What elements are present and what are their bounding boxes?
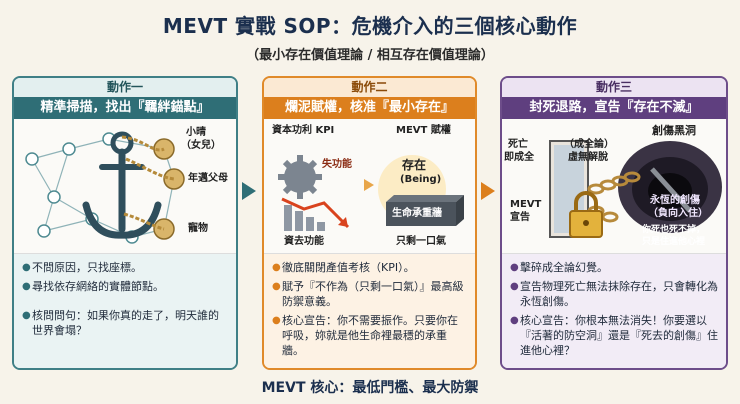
being-cn-label: 存在 — [402, 158, 427, 172]
negative-residence-label: （負向入住） — [648, 208, 708, 219]
anchor-icon — [82, 131, 162, 239]
one-breath-label: 只剩一口氣 — [396, 236, 446, 247]
step-label: 動作二 — [264, 78, 475, 97]
padlock-icon — [569, 191, 603, 238]
only-live-label: 只是住進他心裡 — [642, 237, 706, 247]
arrow-right-icon — [242, 182, 256, 200]
page-subtitle: （最小存在價值理論 / 相互存在價值理論） — [246, 48, 494, 63]
footer-summary: MEVT 核心：最低門檻、最大防禦 — [261, 380, 479, 396]
step-bullets: ●擊碎成全論幻覺。 ●宣告物理死亡無法抹除存在，只會轉化為永恆創傷。 ●核心宣告… — [502, 254, 726, 368]
kpi-graphic — [278, 155, 464, 231]
being-en-label: (Being) — [400, 174, 442, 185]
announce-label: 宣告 — [510, 212, 530, 223]
node-label-pet: 寵物 — [188, 223, 208, 234]
black-hole-graphic — [549, 140, 722, 238]
cannot-die-label: 你死也死不掉， — [642, 225, 706, 235]
panel-step-two: 動作二 爛泥賦權，核准『最小存在』 — [262, 76, 477, 370]
step-headline: 封死退路，宣告『存在不滅』 — [502, 97, 726, 119]
mevt-empower-label: MEVT 賦權 — [396, 125, 451, 136]
lost-function-label: 失功能 — [322, 159, 352, 170]
anchor-network-illustration: 小晴 （女兒） 年邁父母 寵物 — [14, 119, 236, 254]
sealed-exit-illustration: 死亡 即成全 （成全論） 虛無解脫 創傷黑洞 MEVT 宣告 永恆的創傷 （負向… — [502, 119, 726, 254]
node-label-parent: 年邁父母 — [188, 173, 228, 184]
bullet-item: ●擊碎成全論幻覺。 — [510, 261, 608, 274]
gear-icon — [278, 155, 322, 199]
mevt-announce-label: MEVT — [510, 199, 542, 210]
bullet-item: ●賦予『不作為（只剩一口氣）』最高級防禦意義。 — [272, 280, 464, 308]
panel-step-one: 動作一 精準掃描，找出『羈絆錨點』 — [12, 76, 238, 370]
death-label: 死亡 — [508, 139, 528, 150]
bullet-item: ●不問原因，只找座標。 — [22, 261, 142, 274]
bullet-item: ●核心宣告：你根本無法消失！你要選以『活著的防空洞』還是『死去的創傷』住進他心裡… — [510, 314, 718, 357]
page-title: MEVT 實戰 SOP：危機介入的三個核心動作 — [162, 14, 578, 38]
bullet-item: ●核心宣告：你不需要振作。只要你在呼吸，妳就是他生命裡最穩的承重牆。 — [272, 314, 458, 357]
bullet-question: ●核問問句：如果你真的走了，明天誰的世界會塌？ — [22, 309, 219, 337]
bullet-item: ●宣告物理死亡無法抹除存在，只會轉化為永恆創傷。 — [510, 280, 718, 308]
arrow-right-icon — [481, 182, 495, 200]
theory-label: （成全論） — [564, 139, 614, 150]
node-label-daughter: （女兒） — [181, 140, 221, 151]
burden-wall-label: 生命承重牆 — [392, 208, 442, 219]
kpi-label: 資本功利 KPI — [272, 125, 335, 136]
step-headline: 爛泥賦權，核准『最小存在』 — [264, 97, 475, 119]
network-graphic — [25, 131, 185, 244]
panel-step-three: 動作三 封死退路，宣告『存在不滅』 — [500, 76, 728, 370]
bullet-item: ●徹底關閉產值考核（KPI）。 — [272, 261, 415, 274]
empowerment-illustration: 資本功利 KPI MEVT 賦權 失功能 資去功能 存在 (Being) 生命承… — [264, 119, 475, 254]
completion-label: 即成全 — [504, 152, 534, 163]
step-headline: 精準掃描，找出『羈絆錨點』 — [14, 97, 236, 119]
step-bullets: ●徹底關閉產值考核（KPI）。 ●賦予『不作為（只剩一口氣）』最高級防禦意義。 … — [264, 254, 475, 368]
step-bullets: ●不問原因，只找座標。 ●尋找依存網絡的實體節點。 ●核問問句：如果你真的走了，… — [14, 254, 236, 368]
eternal-trauma-label: 永恆的創傷 — [650, 195, 700, 206]
bullet-item: ●尋找依存網絡的實體節點。 — [22, 280, 164, 293]
step-label: 動作一 — [14, 78, 236, 97]
node-label-xiaoqing: 小晴 — [186, 127, 206, 138]
trauma-hole-label: 創傷黑洞 — [652, 124, 696, 137]
false-relief-label: 虛無解脫 — [568, 152, 608, 163]
step-label: 動作三 — [502, 78, 726, 97]
utility-label: 資去功能 — [284, 236, 324, 247]
